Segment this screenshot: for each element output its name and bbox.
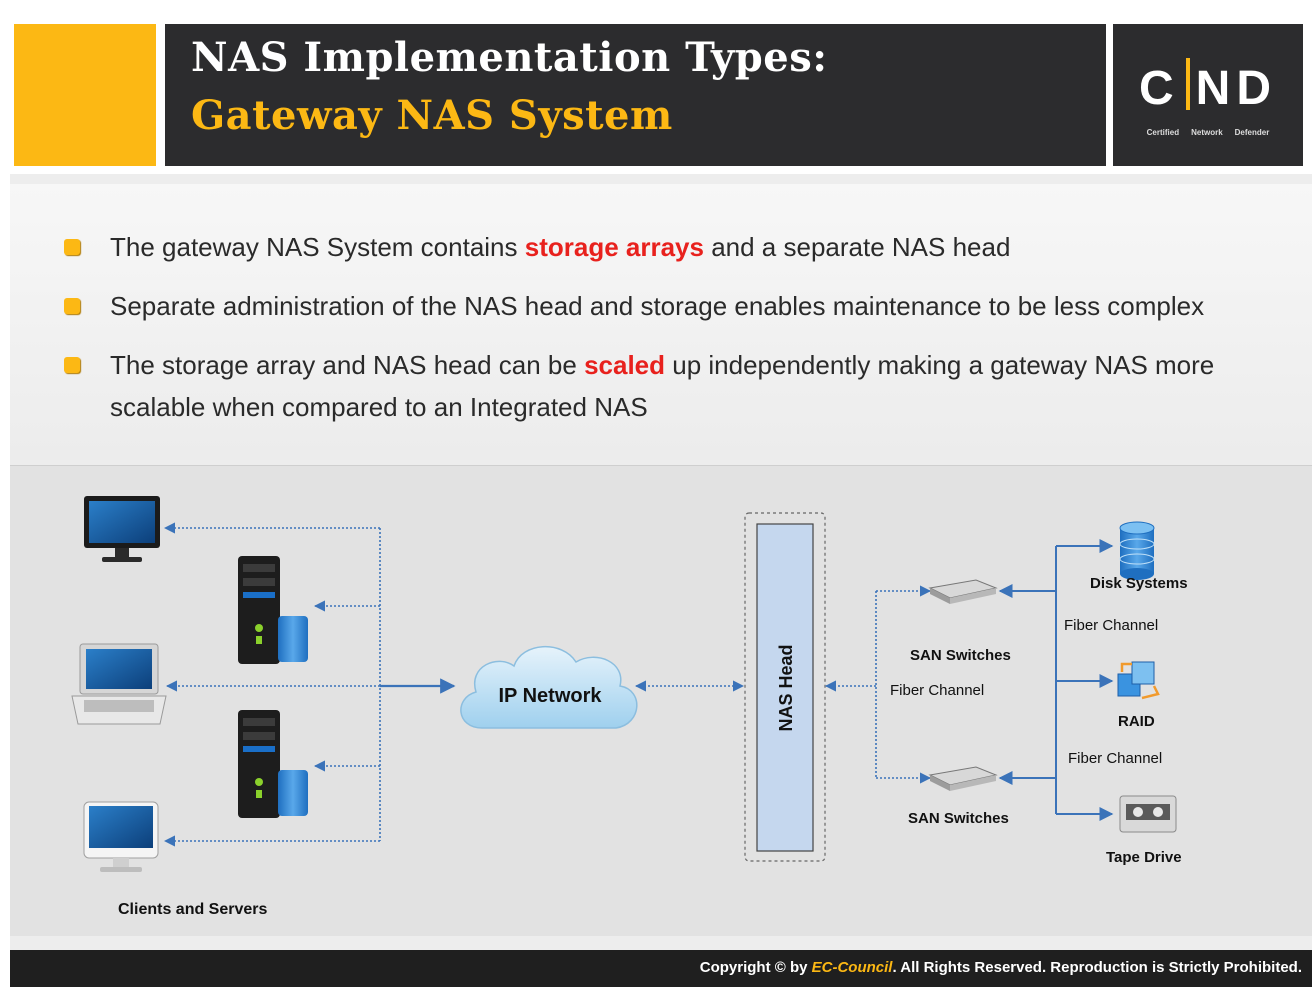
bullet-highlight: storage arrays [524, 232, 704, 262]
bullet-text-part: up independently making a gateway NAS mo… [110, 350, 1215, 422]
title-box: NAS Implementation Types: Gateway NAS Sy… [165, 24, 1106, 166]
diagram-canvas: Clients and Servers IP Network NAS Head … [71, 496, 1188, 918]
bullet-text-part: The gateway NAS System contains [110, 232, 525, 262]
cloud-icon [460, 646, 638, 729]
accent-block [14, 24, 156, 166]
fiber-channel-right-bottom-label: Fiber Channel [1068, 750, 1162, 767]
bullet-text-part: and a separate NAS head [703, 232, 1011, 262]
gateway-nas-diagram: Clients and Servers IP Network NAS Head … [10, 465, 1312, 936]
bullet-text-part: The storage array and NAS head can be [110, 350, 585, 380]
logo-sub-network: Network [1191, 128, 1223, 137]
logo-divider [1185, 58, 1190, 110]
nas-switch-connections [824, 585, 932, 784]
copyright-suffix: . All Rights Reserved. Reproduction is S… [892, 959, 1302, 976]
imac-icon [83, 801, 159, 872]
bullet-text: The storage array and NAS head can be sc… [110, 344, 1300, 428]
fiber-channel-right-top-label: Fiber Channel [1064, 617, 1158, 634]
cnd-logo-letters: C ND [1113, 58, 1303, 116]
fiber-channel-left-label: Fiber Channel [890, 682, 984, 699]
disk-systems-label: Disk Systems [1090, 575, 1188, 592]
logo-letter-c: C [1139, 62, 1180, 115]
cnd-logo: C ND Certified Network Defender [1113, 24, 1303, 166]
bullet-icon [64, 239, 80, 255]
logo-sub-certified: Certified [1146, 128, 1180, 137]
database-icon [1119, 521, 1155, 580]
page-subtitle: Gateway NAS System [191, 92, 673, 139]
san-switch-top-label: SAN Switches [910, 647, 1011, 664]
bullet-highlight: scaled [584, 350, 666, 380]
raid-icon [1117, 661, 1160, 700]
ec-council-brand: EC-Council [811, 959, 893, 976]
storage-connections [998, 539, 1114, 821]
nas-head-label: NAS Head [776, 644, 796, 731]
server-icon [238, 556, 308, 664]
bullet-list: The gateway NAS System contains storage … [10, 184, 1312, 460]
tape-drive-icon [1119, 795, 1177, 833]
copyright-text: Copyright © by EC-Council. All Rights Re… [700, 959, 1302, 976]
laptop-icon [71, 643, 167, 725]
bullet-icon [64, 298, 80, 314]
logo-letters-nd: ND [1195, 62, 1277, 115]
nas-head-box [756, 523, 814, 852]
server-icon [238, 710, 308, 818]
tape-drive-label: Tape Drive [1106, 849, 1182, 866]
bullet-text-part: Separate administration of the NAS head … [110, 291, 1205, 321]
client-connections [163, 522, 381, 847]
san-switch-icon [928, 766, 998, 791]
logo-sub-defender: Defender [1234, 128, 1270, 137]
copyright-prefix: Copyright © by [699, 959, 812, 976]
san-switch-icon [928, 579, 998, 604]
page-title: NAS Implementation Types: [191, 34, 828, 81]
bullet-icon [64, 357, 80, 373]
raid-label: RAID [1118, 713, 1155, 730]
san-switch-bottom-label: SAN Switches [908, 810, 1009, 827]
footer: Copyright © by EC-Council. All Rights Re… [10, 950, 1312, 987]
desktop-monitor-icon [84, 496, 160, 562]
logo-subtitle: Certified Network Defender [1113, 128, 1303, 137]
clients-label: Clients and Servers [118, 901, 268, 918]
ip-network-label: IP Network [499, 685, 603, 707]
bullet-text: The gateway NAS System contains storage … [110, 226, 1300, 268]
bullet-text: Separate administration of the NAS head … [110, 285, 1300, 327]
